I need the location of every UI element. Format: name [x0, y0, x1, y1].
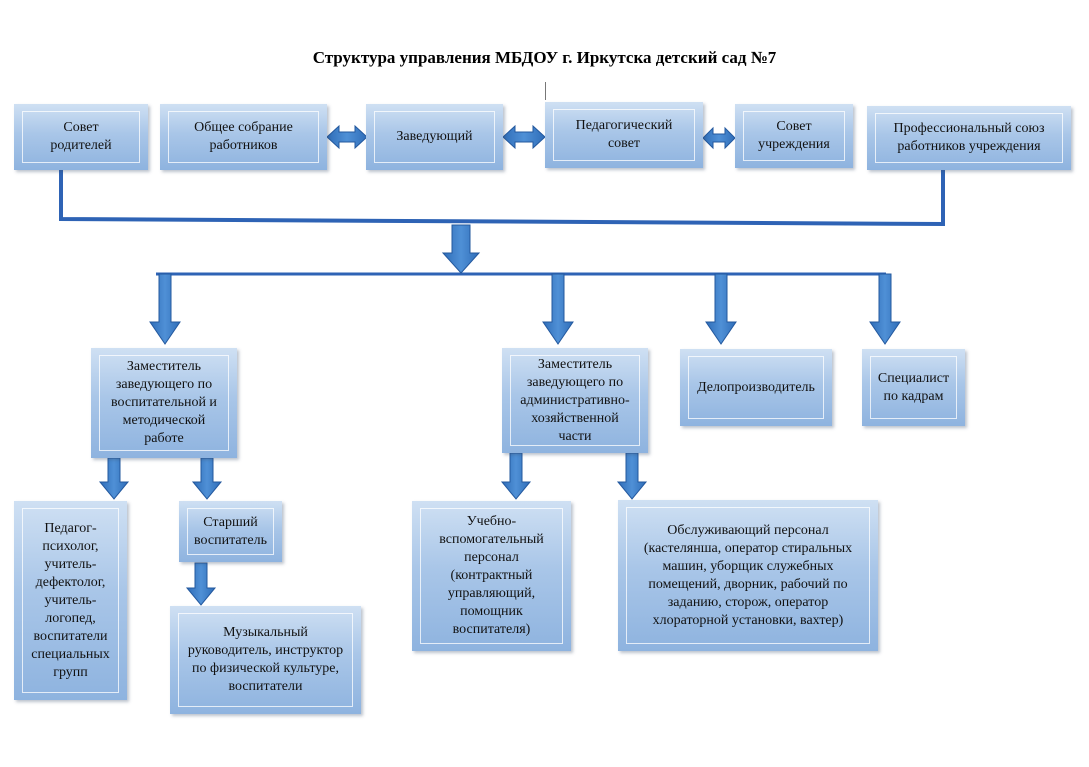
arrow-to-deputy-admin — [542, 273, 574, 345]
text-cursor — [545, 82, 546, 100]
box-clerk-label: Делопроизводитель — [697, 379, 815, 395]
box-hr-label: Специалист по кадрам — [877, 370, 950, 404]
box-service-staff: Обслуживающий персонал (кастелянша, опер… — [618, 500, 878, 651]
box-clerk: Делопроизводитель — [680, 349, 832, 426]
box-support-staff: Учебно- вспомогательный персонал (контра… — [412, 501, 571, 651]
box-general-meeting-label: Общее собрание работников — [194, 120, 293, 153]
box-ped-council-label: Педагогический совет — [575, 118, 673, 151]
box-trade-union: Профессиональный союз работников учрежде… — [867, 106, 1071, 170]
box-deputy-edu-label: Заместитель заведующего по воспитательно… — [111, 359, 217, 446]
box-psychologists-label: Педагог- психолог, учитель- дефектолог, … — [31, 520, 110, 680]
arrow-to-music-staff — [185, 562, 217, 606]
page-title: Структура управления МБДОУ г. Иркутска д… — [312, 48, 777, 67]
box-head-label: Заведующий — [396, 129, 473, 144]
arrow-to-hr — [869, 273, 901, 345]
box-music-staff: Музыкальный руководитель, инструктор по … — [170, 606, 361, 714]
box-general-meeting: Общее собрание работников — [160, 104, 327, 170]
arrow-to-service-staff — [616, 452, 648, 500]
box-head: Заведующий — [366, 104, 503, 170]
box-music-staff-label: Музыкальный руководитель, инструктор по … — [187, 625, 344, 694]
box-ped-council: Педагогический совет — [545, 102, 703, 168]
arrow-to-deputy-edu — [149, 273, 181, 345]
top-bracket-line — [59, 170, 945, 227]
double-arrow-meeting-head — [326, 124, 368, 150]
box-deputy-admin: Заместитель заведующего по административ… — [502, 348, 648, 453]
box-institution-council-label: Совет учреждения — [758, 119, 830, 152]
box-parents-council-label: Совет родителей — [50, 120, 112, 153]
main-down-arrow — [441, 224, 481, 274]
double-arrow-head-council — [502, 124, 546, 150]
box-senior-educator: Старший воспитатель — [179, 501, 282, 562]
arrow-to-support-staff — [500, 452, 532, 500]
box-service-staff-label: Обслуживающий персонал (кастелянша, опер… — [643, 522, 853, 628]
box-hr: Специалист по кадрам — [862, 349, 965, 426]
box-trade-union-label: Профессиональный союз работников учрежде… — [893, 121, 1045, 154]
box-support-staff-label: Учебно- вспомогательный персонал (контра… — [439, 514, 544, 637]
box-senior-educator-label: Старший воспитатель — [194, 514, 267, 548]
box-deputy-edu: Заместитель заведующего по воспитательно… — [91, 348, 237, 458]
box-institution-council: Совет учреждения — [735, 104, 853, 168]
box-parents-council: Совет родителей — [14, 104, 148, 170]
box-deputy-admin-label: Заместитель заведующего по административ… — [520, 356, 630, 444]
arrow-to-senior-educator — [191, 457, 223, 500]
double-arrow-council-inst — [702, 126, 736, 150]
arrow-to-psychologists — [98, 457, 130, 500]
box-psychologists: Педагог- психолог, учитель- дефектолог, … — [14, 501, 127, 700]
arrow-to-clerk — [705, 273, 737, 345]
